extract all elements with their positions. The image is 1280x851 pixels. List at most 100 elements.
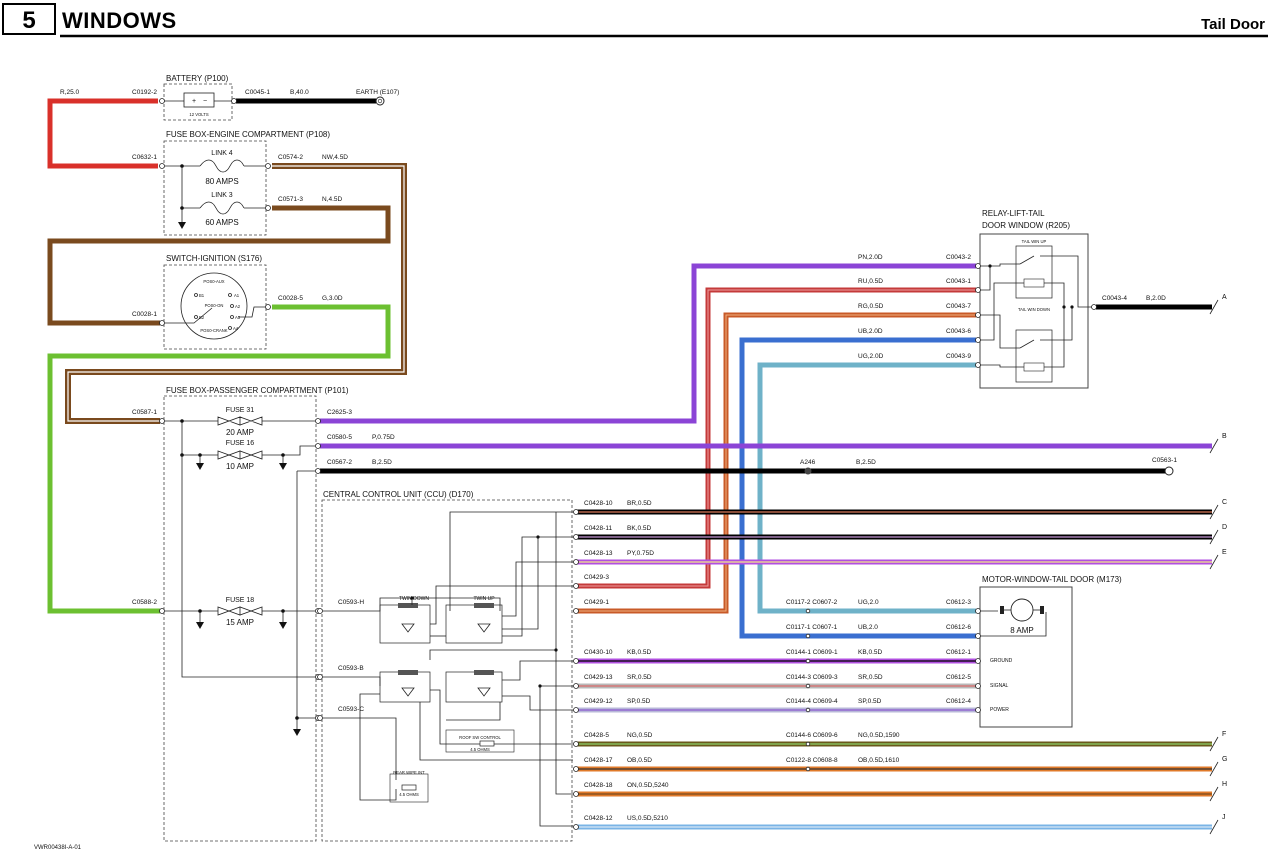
end-label-d: D bbox=[1222, 524, 1227, 531]
ground-symbol bbox=[178, 222, 186, 229]
svg-text:REAR WIPE INT: REAR WIPE INT bbox=[393, 770, 425, 775]
link3-fuse bbox=[199, 201, 245, 215]
svg-text:G,3.0D: G,3.0D bbox=[322, 295, 343, 302]
ignition-title: SWITCH-IGNITION (S176) bbox=[166, 254, 262, 263]
svg-text:SP,0.5D: SP,0.5D bbox=[858, 698, 882, 705]
motor-terminals bbox=[975, 608, 981, 713]
svg-text:EARTH (E107): EARTH (E107) bbox=[356, 89, 399, 96]
svg-text:C0571-3: C0571-3 bbox=[278, 196, 303, 203]
svg-text:RU,0.5D: RU,0.5D bbox=[858, 278, 883, 285]
svg-text:−: − bbox=[203, 98, 207, 105]
svg-text:C0587-1: C0587-1 bbox=[132, 409, 157, 416]
svg-text:C0144-3 C0609-3: C0144-3 C0609-3 bbox=[786, 674, 838, 681]
svg-text:TWIN DOWN: TWIN DOWN bbox=[399, 596, 429, 602]
wire-labels: R,25.0 C0192-2 C0045-1 B,40.0 EARTH (E10… bbox=[60, 89, 1177, 822]
svg-text:C0429-13: C0429-13 bbox=[584, 674, 613, 681]
svg-text:UB,2.0D: UB,2.0D bbox=[858, 328, 883, 335]
svg-text:B1: B1 bbox=[199, 293, 205, 298]
document-code: VWR00438I-A-01 bbox=[34, 845, 82, 851]
svg-text:POS0-AUX: POS0-AUX bbox=[203, 279, 224, 284]
svg-text:C0122-8 C0608-8: C0122-8 C0608-8 bbox=[786, 757, 838, 764]
fuse18-symbol bbox=[217, 606, 263, 616]
svg-text:C0612-1: C0612-1 bbox=[946, 649, 971, 656]
ccu-terminals bbox=[573, 509, 579, 830]
section-number: 5 bbox=[22, 7, 35, 34]
svg-text:FUSE 18: FUSE 18 bbox=[226, 597, 255, 604]
wire-ru-stripe bbox=[576, 289, 976, 587]
wire-rg bbox=[576, 312, 976, 614]
svg-text:C0043-7: C0043-7 bbox=[946, 303, 971, 310]
svg-text:80 AMPS: 80 AMPS bbox=[205, 177, 238, 186]
svg-text:C0144-4 C0609-4: C0144-4 C0609-4 bbox=[786, 698, 838, 705]
ignition-switch-symbol bbox=[180, 272, 248, 340]
svg-text:C0429-3: C0429-3 bbox=[584, 574, 609, 581]
svg-text:LINK 4: LINK 4 bbox=[211, 150, 233, 157]
svg-text:C0429-12: C0429-12 bbox=[584, 698, 613, 705]
svg-text:C0117-2 C0607-2: C0117-2 C0607-2 bbox=[786, 599, 838, 606]
svg-text:C2625-3: C2625-3 bbox=[327, 409, 352, 416]
svg-text:POS0-CRANK: POS0-CRANK bbox=[200, 328, 227, 333]
end-label-a: A bbox=[1222, 294, 1227, 301]
end-label-e: E bbox=[1222, 549, 1227, 556]
svg-text:C0144-1 C0609-1: C0144-1 C0609-1 bbox=[786, 649, 838, 656]
svg-text:C0028-1: C0028-1 bbox=[132, 311, 157, 318]
svg-text:C0430-10: C0430-10 bbox=[584, 649, 613, 656]
svg-text:B,2.0D: B,2.0D bbox=[1146, 295, 1166, 302]
svg-text:BR,0.5D: BR,0.5D bbox=[627, 500, 652, 507]
inline-connectors bbox=[805, 608, 811, 772]
svg-text:OB,0.5D: OB,0.5D bbox=[627, 757, 652, 764]
svg-text:OB,0.5D,1610: OB,0.5D,1610 bbox=[858, 757, 900, 764]
svg-text:C0612-6: C0612-6 bbox=[946, 624, 971, 631]
svg-text:C0588-2: C0588-2 bbox=[132, 599, 157, 606]
svg-text:C0632-1: C0632-1 bbox=[132, 154, 157, 161]
svg-text:UG,2.0: UG,2.0 bbox=[858, 599, 879, 606]
svg-text:8 AMP: 8 AMP bbox=[1010, 626, 1034, 635]
svg-text:FUSE 16: FUSE 16 bbox=[226, 440, 255, 447]
svg-text:KB,0.5D: KB,0.5D bbox=[627, 649, 652, 656]
svg-text:20 AMP: 20 AMP bbox=[226, 428, 254, 437]
svg-text:TWIN UP: TWIN UP bbox=[473, 596, 495, 602]
svg-text:C0574-2: C0574-2 bbox=[278, 154, 303, 161]
svg-text:C0043-4: C0043-4 bbox=[1102, 295, 1127, 302]
svg-text:C0117-1 C0607-1: C0117-1 C0607-1 bbox=[786, 624, 838, 631]
svg-text:B2: B2 bbox=[199, 315, 205, 320]
svg-text:US,0.5D,5210: US,0.5D,5210 bbox=[627, 815, 668, 822]
svg-text:A4: A4 bbox=[233, 326, 239, 331]
svg-text:PN,2.0D: PN,2.0D bbox=[858, 254, 883, 261]
svg-text:A246: A246 bbox=[800, 459, 816, 466]
svg-text:SR,0.5D: SR,0.5D bbox=[858, 674, 883, 681]
svg-text:RG,0.5D: RG,0.5D bbox=[858, 303, 884, 310]
svg-text:A1: A1 bbox=[234, 293, 240, 298]
svg-text:C0043-2: C0043-2 bbox=[946, 254, 971, 261]
svg-text:C0612-4: C0612-4 bbox=[946, 698, 971, 705]
svg-text:4.5 OHMS: 4.5 OHMS bbox=[399, 792, 419, 797]
svg-text:NW,4.5D: NW,4.5D bbox=[322, 154, 348, 161]
wire-green-ignition bbox=[47, 304, 391, 614]
wire-brown-link3 bbox=[47, 205, 391, 326]
svg-text:C0428-18: C0428-18 bbox=[584, 782, 613, 789]
svg-text:C0428-10: C0428-10 bbox=[584, 500, 613, 507]
svg-text:TAIL WIN DOWN: TAIL WIN DOWN bbox=[1018, 307, 1050, 312]
svg-text:FUSE 31: FUSE 31 bbox=[226, 407, 255, 414]
svg-text:C0593-C: C0593-C bbox=[338, 706, 364, 713]
wire-ug bbox=[757, 362, 976, 614]
svg-text:15 AMP: 15 AMP bbox=[226, 618, 254, 627]
svg-text:C0429-1: C0429-1 bbox=[584, 599, 609, 606]
svg-text:BK,0.5D: BK,0.5D bbox=[627, 525, 652, 532]
svg-text:C0612-5: C0612-5 bbox=[946, 674, 971, 681]
svg-text:R,25.0: R,25.0 bbox=[60, 89, 80, 96]
wires bbox=[47, 98, 1212, 830]
svg-text:POWER: POWER bbox=[990, 707, 1009, 713]
wire-pn bbox=[320, 263, 976, 424]
end-label-c: C bbox=[1222, 499, 1227, 506]
svg-text:60 AMPS: 60 AMPS bbox=[205, 218, 238, 227]
svg-text:4.5 OHMS: 4.5 OHMS bbox=[470, 747, 490, 752]
relay-title-2: DOOR WINDOW (R205) bbox=[982, 221, 1070, 230]
fusebox-engine-box bbox=[163, 140, 267, 236]
svg-text:LINK 3: LINK 3 bbox=[211, 192, 233, 199]
fuse31-symbol bbox=[217, 416, 263, 426]
fusebox-passenger-box bbox=[163, 395, 317, 842]
end-label-f: F bbox=[1222, 731, 1226, 738]
svg-text:A2: A2 bbox=[235, 304, 241, 309]
section-number-box bbox=[2, 3, 56, 35]
